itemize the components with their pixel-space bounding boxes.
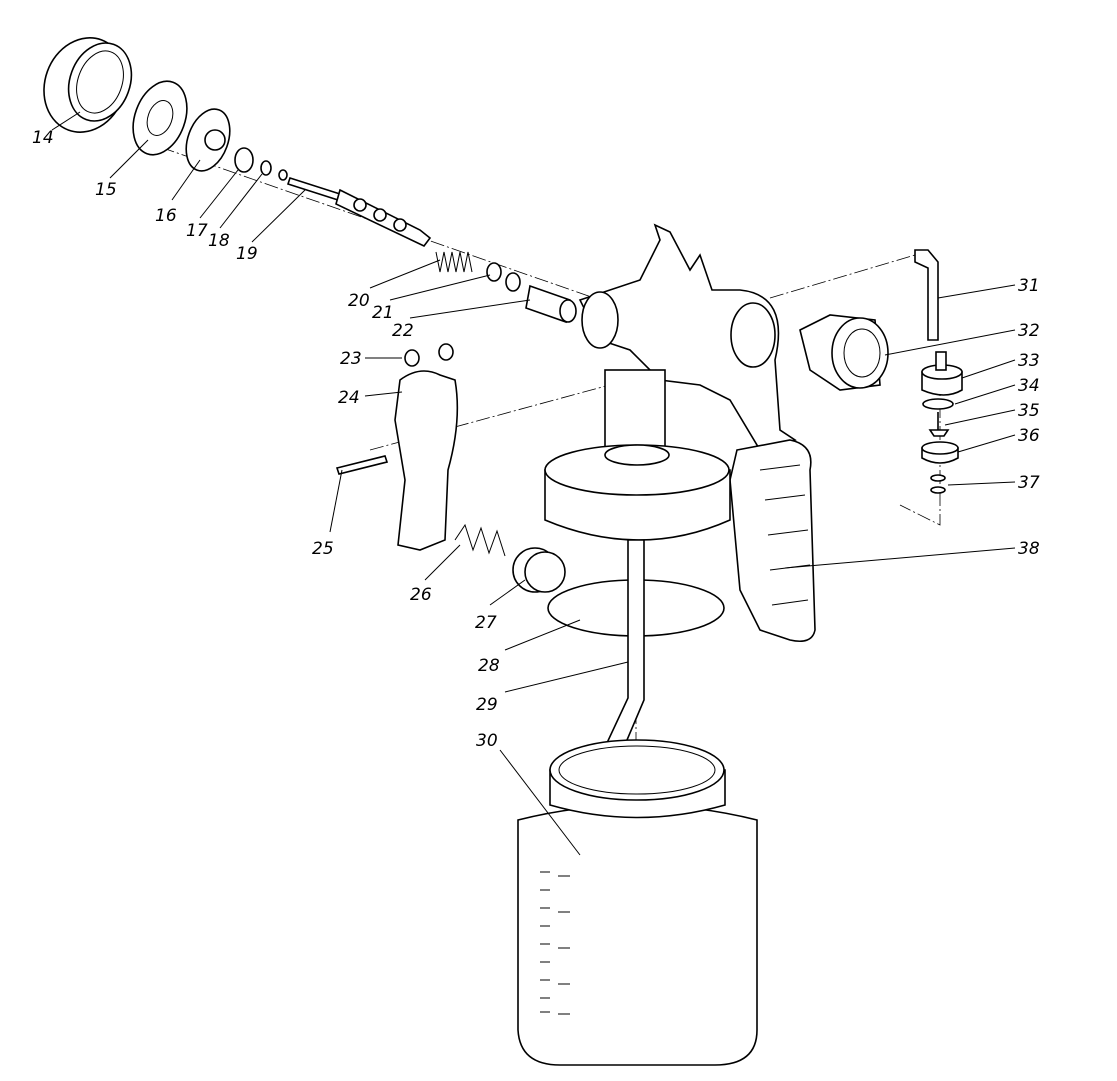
part-22-sleeve xyxy=(525,284,577,324)
label-35: 35 xyxy=(1018,401,1040,421)
part-17-o-ring xyxy=(234,147,254,173)
label-19: 19 xyxy=(236,244,258,264)
label-18: 18 xyxy=(208,231,230,251)
part-24-trigger xyxy=(394,370,459,551)
part-33-valve-housing xyxy=(921,351,963,396)
label-33: 33 xyxy=(1018,351,1040,371)
part-26-spring xyxy=(454,523,506,557)
label-28: 28 xyxy=(478,656,500,676)
label-14: 14 xyxy=(32,128,54,148)
label-37: 37 xyxy=(1018,473,1040,493)
part-21-o-ring xyxy=(486,262,502,282)
part-21b-o-ring xyxy=(505,272,521,292)
label-36: 36 xyxy=(1018,426,1040,446)
part-16-nozzle xyxy=(185,108,231,172)
part-37-o-rings xyxy=(930,474,946,494)
part-36-valve-seat xyxy=(921,441,959,464)
label-15: 15 xyxy=(95,180,117,200)
part-23-bushings xyxy=(404,343,454,367)
label-21: 21 xyxy=(372,303,394,323)
label-31: 31 xyxy=(1018,276,1040,296)
part-35-valve xyxy=(928,412,950,437)
label-26: 26 xyxy=(410,585,432,605)
label-17: 17 xyxy=(186,221,208,241)
leader-lines xyxy=(51,111,1016,856)
gun-body xyxy=(578,223,816,643)
valve-axis xyxy=(769,254,916,299)
part-27-knob xyxy=(512,547,566,593)
part-34-washer xyxy=(922,398,954,410)
label-30: 30 xyxy=(476,731,498,751)
label-20: 20 xyxy=(348,291,370,311)
label-23: 23 xyxy=(340,349,362,369)
label-27: 27 xyxy=(475,613,497,633)
label-22: 22 xyxy=(392,321,414,341)
part-14-air-cap-ring xyxy=(43,37,133,133)
part-20-spring xyxy=(435,251,473,273)
part-labels: 14 15 16 17 18 19 20 21 22 23 24 25 26 2… xyxy=(32,128,1040,751)
label-34: 34 xyxy=(1018,376,1040,396)
part-25-pin xyxy=(335,455,389,475)
label-32: 32 xyxy=(1018,321,1040,341)
label-38: 38 xyxy=(1018,539,1040,559)
part-32-connector-nut xyxy=(799,314,889,391)
part-30-container xyxy=(517,739,758,1066)
label-29: 29 xyxy=(476,695,498,715)
container-graduation-marks xyxy=(540,871,570,1015)
label-25: 25 xyxy=(312,539,334,559)
part-18-o-ring xyxy=(260,160,272,176)
part-19-needle xyxy=(286,176,432,248)
part-15-air-cap xyxy=(132,80,188,156)
container-lid xyxy=(544,444,731,541)
label-16: 16 xyxy=(155,206,177,226)
part-18b-o-ring xyxy=(278,169,288,181)
part-31-hex-key xyxy=(914,249,939,341)
label-24: 24 xyxy=(338,388,360,408)
valve-stack-axis xyxy=(899,360,941,526)
